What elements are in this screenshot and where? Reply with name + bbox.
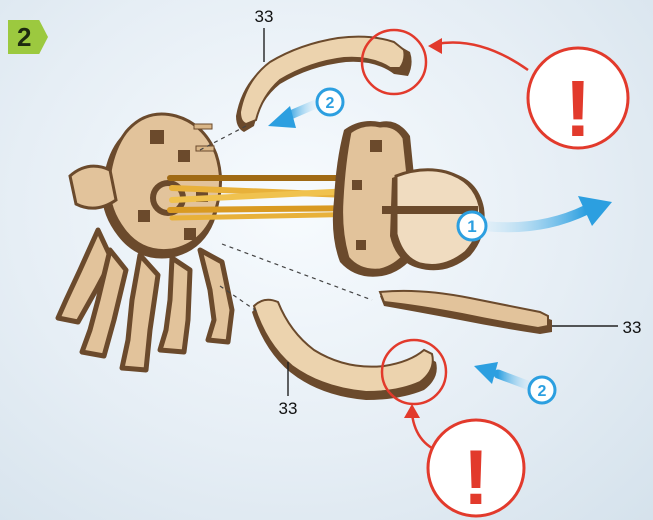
pull-out-arrow xyxy=(484,196,612,227)
head-assembly xyxy=(333,121,485,277)
marker-1: 1 xyxy=(458,212,486,240)
marker-2-bottom-label: 2 xyxy=(538,383,547,400)
marker-2-bottom: 2 xyxy=(529,377,555,403)
attach-bottom-arrow xyxy=(474,362,530,386)
marker-1-label: 1 xyxy=(467,217,476,236)
warning-icon-bottom: ! xyxy=(428,420,524,520)
attach-top-arrow xyxy=(268,104,316,128)
marker-2-top: 2 xyxy=(317,89,343,115)
part-33-bottom xyxy=(252,300,437,400)
part-label-bottom: 33 xyxy=(279,399,298,418)
warning-icon-top: ! xyxy=(528,48,628,153)
part-label-top: 33 xyxy=(255,7,274,26)
warning-arrow-top xyxy=(428,38,528,70)
part-33-right xyxy=(380,291,552,334)
warning-symbol-top: ! xyxy=(565,64,592,153)
warning-symbol-bottom: ! xyxy=(463,433,489,520)
part-label-right: 33 xyxy=(623,318,642,337)
part-33-top xyxy=(236,37,412,132)
marker-2-top-label: 2 xyxy=(326,95,335,112)
